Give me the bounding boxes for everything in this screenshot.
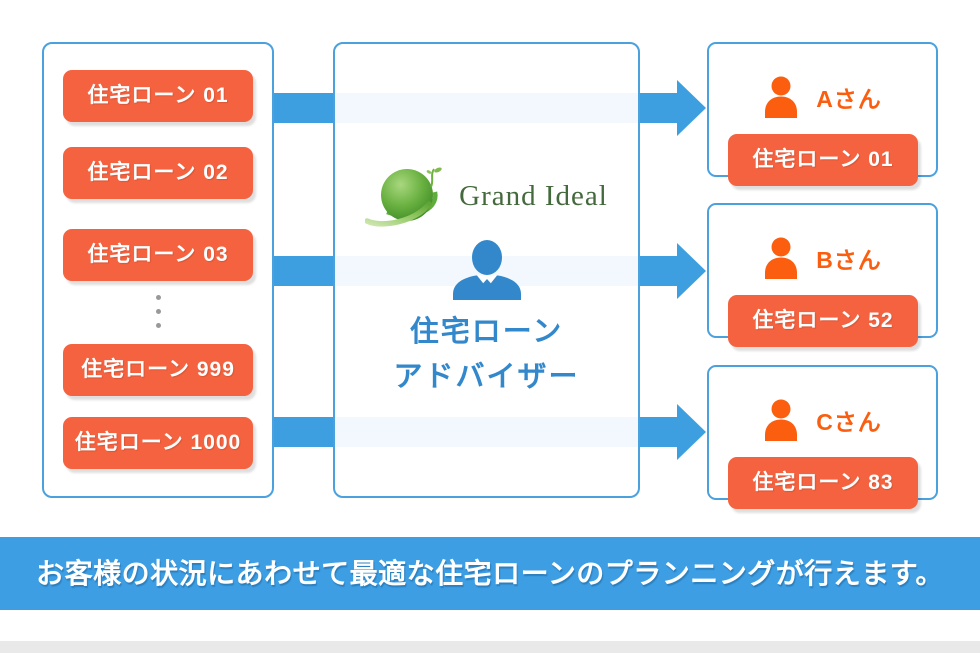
client-name: Cさん xyxy=(816,409,882,435)
client-loan-pill: 住宅ローン 52 xyxy=(728,295,918,347)
flow-band-left-3 xyxy=(274,417,334,447)
client-card-a: Aさん 住宅ローン 01 xyxy=(707,42,938,186)
advisor-panel: Grand Ideal 住宅ローン アドバイザー xyxy=(333,42,640,498)
flow-band-through xyxy=(335,417,638,447)
advisor-title-line1: 住宅ローン xyxy=(409,316,564,348)
flow-band-through xyxy=(335,93,638,123)
globe-logo-icon xyxy=(365,167,442,227)
caption-banner: お客様の状況にあわせて最適な住宅ローンのプランニングが行えます。 xyxy=(0,537,980,610)
caption-text: お客様の状況にあわせて最適な住宅ローンのプランニングが行えます。 xyxy=(36,558,944,589)
client-name: Aさん xyxy=(816,86,882,112)
loan-pill: 住宅ローン 1000 xyxy=(63,417,253,469)
arrow-right-icon xyxy=(640,243,706,299)
client-person-icon xyxy=(765,237,798,279)
footer-divider xyxy=(0,641,980,653)
client-card-c: Cさん 住宅ローン 83 xyxy=(707,365,938,509)
client-person-icon xyxy=(765,76,798,118)
advisor-title-line2: アドバイザー xyxy=(393,361,580,393)
arrow-right-icon xyxy=(640,80,706,136)
loan-pill: 住宅ローン 01 xyxy=(63,70,253,122)
loan-pill: 住宅ローン 999 xyxy=(63,344,253,396)
client-loan-pill: 住宅ローン 83 xyxy=(728,457,918,509)
client-name: Bさん xyxy=(816,247,882,273)
loan-pill: 住宅ローン 03 xyxy=(63,229,253,281)
logo-wordmark: Grand Ideal xyxy=(459,179,608,212)
loan-list-panel: 住宅ローン 01 住宅ローン 02 住宅ローン 03 住宅ローン 999 住宅ロ… xyxy=(42,42,274,498)
advisor-person-icon xyxy=(452,240,521,300)
client-loan-pill: 住宅ローン 01 xyxy=(728,134,918,186)
arrow-right-icon xyxy=(640,404,706,460)
client-card-b: Bさん 住宅ローン 52 xyxy=(707,203,938,347)
company-logo: Grand Ideal xyxy=(335,164,638,228)
loan-pill: 住宅ローン 02 xyxy=(63,147,253,199)
client-person-icon xyxy=(765,399,798,441)
flow-band-left-2 xyxy=(274,256,334,286)
flow-band-left-1 xyxy=(274,93,334,123)
ellipsis-dots-icon xyxy=(156,295,161,337)
